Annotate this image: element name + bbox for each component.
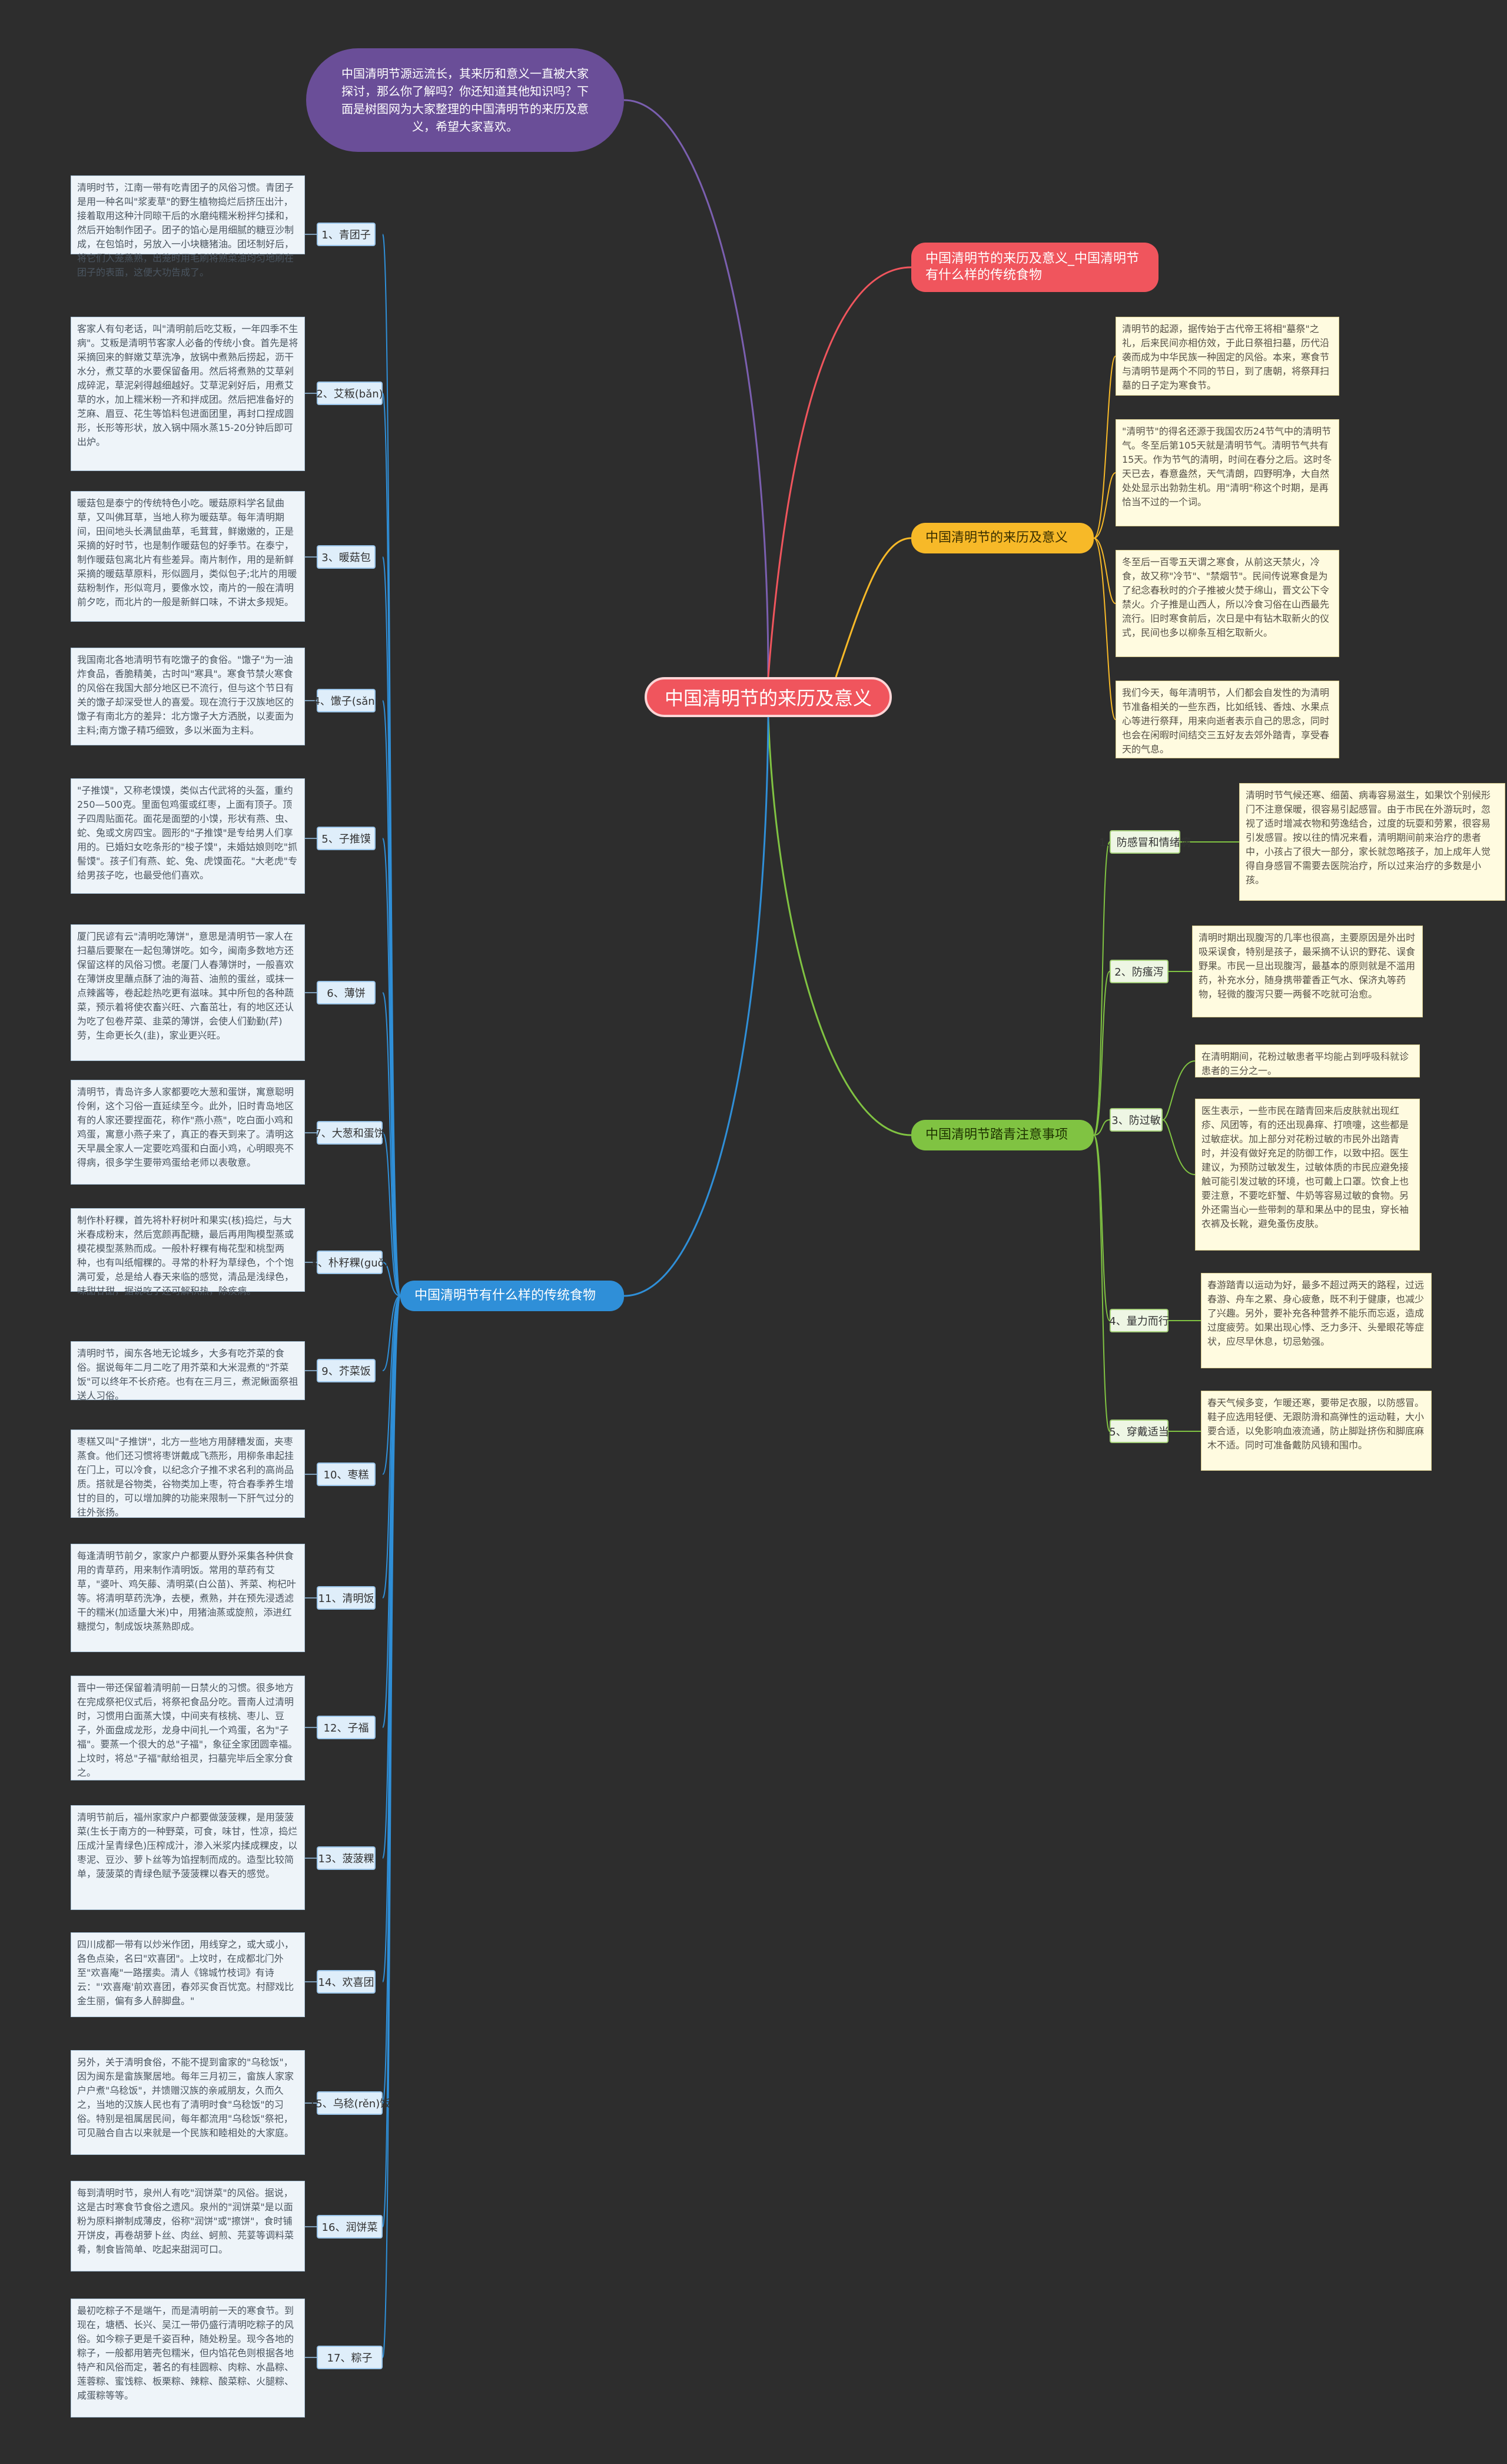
link-yellow-note-3 [1093,538,1116,604]
food-item[interactable]: 12、子福 [317,1716,376,1739]
outing-note[interactable]: 清明时节气候还寒、细菌、病毒容易滋生，如果饮个别候形门不注意保暖，很容易引起感冒… [1239,783,1505,901]
outing-note[interactable]: 春天气候多变，乍暖还寒，要带足衣服，以防感冒。鞋子应选用轻便、无跟防滑和高弹性的… [1201,1391,1432,1471]
link-blue-item [382,992,401,1296]
food-item[interactable]: 3、暖菇包 [317,545,376,569]
food-note[interactable]: 每到清明时节，泉州人有吃"润饼菜"的风俗。据说，这是古时寒食节食俗之遗风。泉州的… [71,2181,305,2271]
food-item[interactable]: 11、清明饭 [317,1586,376,1610]
food-item[interactable]: 10、枣糕 [317,1463,376,1486]
food-note[interactable]: 枣糕又叫"子推饼"，北方一些地方用酵糟发面，夹枣蒸食。他们还习惯将枣饼戴成飞燕形… [71,1430,305,1518]
food-note[interactable]: "子推馍"，又称老馍馍，类似古代武将的头盔，重约250—500克。里面包鸡蛋或红… [71,778,305,894]
food-item[interactable]: 15、乌稔(rěn)饭 [309,2091,390,2115]
link-blue-item [382,1295,401,1371]
food-note[interactable]: 晋中一带还保留着清明前一日禁火的习惯。很多地方在完成祭祀仪式后，将祭祀食品分吃。… [71,1676,305,1780]
food-item[interactable]: 1、青团子 [317,223,376,246]
branch-origin[interactable]: 中国清明节的来历及意义 [911,523,1094,553]
outing-item[interactable]: 2、防瘙泻 [1110,960,1169,983]
origin-note[interactable]: "清明节"的得名还源于我国农历24节气中的清明节气。冬至后第105天就是清明节气… [1116,419,1339,526]
food-note[interactable]: 每逢清明节前夕，家家户户都要从野外采集各种供食用的青草药，用来制作清明饭。常用的… [71,1544,305,1652]
food-item[interactable]: 4、馓子(sǎn) [313,689,379,712]
link-blue-item [382,1132,401,1296]
food-item[interactable]: 8、朴籽粿(guǒ) [311,1251,389,1274]
link-root-intro [623,99,769,678]
link-green-item-2 [1093,971,1110,1136]
outing-note[interactable]: 在清明期间，花粉过敏患者平均能占到呼吸科就诊患者的三分之一。 [1195,1044,1420,1077]
outing-note[interactable]: 清明时期出现腹泻的几率也很高，主要原因是外出时吸采误食，特别是孩子，最采摘不认识… [1192,926,1423,1017]
food-note[interactable]: 四川成都一带有以炒米作团，用线穿之，或大或小，各色点染，名曰"欢喜团"。上坟时，… [71,1932,305,2017]
food-item[interactable]: 16、润饼菜 [317,2215,383,2239]
link-blue-item [382,1295,401,1475]
food-note[interactable]: 清明节，青岛许多人家都要吃大葱和蛋饼，寓意聪明伶俐，这个习俗一直延续至今。此外，… [71,1080,305,1185]
food-item[interactable]: 2、艾粄(bǎn) [316,382,383,405]
food-item[interactable]: 14、欢喜团 [317,1970,376,1994]
food-item[interactable]: 5、子推馍 [317,827,376,850]
outing-note[interactable]: 春游踏青以运动为好，最多不超过两天的路程，过远春游、舟车之累、身心疲惫，既不利于… [1201,1273,1432,1368]
link-root-green [767,717,912,1136]
food-item[interactable]: 7、大葱和蛋饼 [314,1121,385,1145]
intro-bubble[interactable]: 中国清明节源远流长，其来历和意义一直被大家探讨，那么你了解吗？你还知道其他知识吗… [306,48,624,152]
link-blue-item [382,1295,401,1728]
link-yellow-note-1 [1093,356,1116,539]
branch-outing-tips[interactable]: 中国清明节踏青注意事项 [911,1120,1094,1150]
food-note[interactable]: 我国南北各地清明节有吃馓子的食俗。"馓子"为一油炸食品，香脆精美，古时叫"寒具"… [71,648,305,745]
food-note[interactable]: 清明节前后，福州家家户户都要做菠菠粿，是用菠菠菜(生长于南方的一种野菜，可食，味… [71,1805,305,1910]
link-blue-item [382,1295,401,1599]
food-note[interactable]: 清明时节，江南一带有吃青团子的风俗习惯。青团子是用一种名叫"浆麦草"的野生植物捣… [71,175,305,278]
link-root-yellow [835,537,912,678]
outing-item[interactable]: 4、量力而行 [1109,1309,1169,1332]
link-blue-item [382,838,401,1296]
branch-origin-food[interactable]: 中国清明节的来历及意义_中国清明节有什么样的传统食物 [911,243,1159,292]
origin-note[interactable]: 我们今天，每年清明节，人们都会自发性的为清明节准备相关的一些东西，比如纸钱、香烛… [1116,681,1339,758]
origin-note[interactable]: 冬至后一百零五天谓之寒食，从前这天禁火，冷食，故又称"冷节"、"禁烟节"。民间传… [1116,550,1339,657]
link-green-note-3a [1162,1060,1196,1120]
outing-item[interactable]: 1、防感冒和情绪病 [1099,830,1191,854]
outing-note[interactable]: 医生表示，一些市民在踏青回来后皮肤就出现红疹、风团等，有的还出现鼻痒、打喷嚏，这… [1195,1099,1420,1251]
food-note[interactable]: 客家人有句老话，叫"清明前后吃艾粄，一年四季不生病"。艾粄是清明节客家人必备的传… [71,317,305,471]
link-blue-item [382,1262,401,1296]
food-item[interactable]: 9、芥菜饭 [317,1359,376,1382]
food-item[interactable]: 6、薄饼 [317,981,376,1004]
link-green-item-5 [1093,1135,1110,1432]
link-green-note-3b [1162,1119,1196,1175]
outing-item[interactable]: 5、穿戴适当 [1109,1420,1169,1443]
link-root-red [767,266,912,678]
branch-traditional-foods[interactable]: 中国清明节有什么样的传统食物 [400,1281,624,1311]
food-item[interactable]: 13、菠菠粿 [317,1846,376,1870]
food-note[interactable]: 另外，关于清明食俗，不能不提到畲家的"乌稔饭"，因为闽东是畲族聚居地。每年三月初… [71,2050,305,2155]
origin-note[interactable]: 清明节的起源，据传始于古代帝王将相"墓祭"之礼，后来民间亦相仿效，于此日祭祖扫墓… [1116,317,1339,396]
food-note[interactable]: 暖菇包是泰宁的传统特色小吃。暖菇原料学名鼠曲草，又叫佛耳草，当地人称为暖菇草。每… [71,491,305,622]
link-root-blue [623,717,769,1297]
food-note[interactable]: 厦门民谚有云"清明吃薄饼"，意思是清明节一家人在扫墓后要聚在一起包薄饼吃。如今，… [71,924,305,1061]
food-note[interactable]: 最初吃粽子不是端午，而是清明前一天的寒食节。到现在，塘栖、长兴、吴江一带仍盛行清… [71,2299,305,2417]
food-note[interactable]: 制作朴籽粿，首先将朴籽树叶和果实(核)捣烂，与大米春成粉末，然后宽颜再配糖，最后… [71,1208,305,1296]
root-topic[interactable]: 中国清明节的来历及意义 [645,677,892,717]
link-blue-item [382,1295,401,2358]
link-green-item-1 [1093,841,1110,1136]
link-yellow-note-4 [1093,538,1116,720]
outing-item[interactable]: 3、防过敏 [1110,1108,1163,1132]
link-yellow-note-2 [1093,472,1116,539]
food-note[interactable]: 清明时节，闽东各地无论城乡，大多有吃芥菜的食俗。据说每年二月二吃了用芥菜和大米混… [71,1341,305,1401]
link-green-item-3 [1093,1119,1110,1136]
food-item[interactable]: 17、粽子 [317,2346,383,2369]
link-green-item-4 [1093,1135,1110,1321]
